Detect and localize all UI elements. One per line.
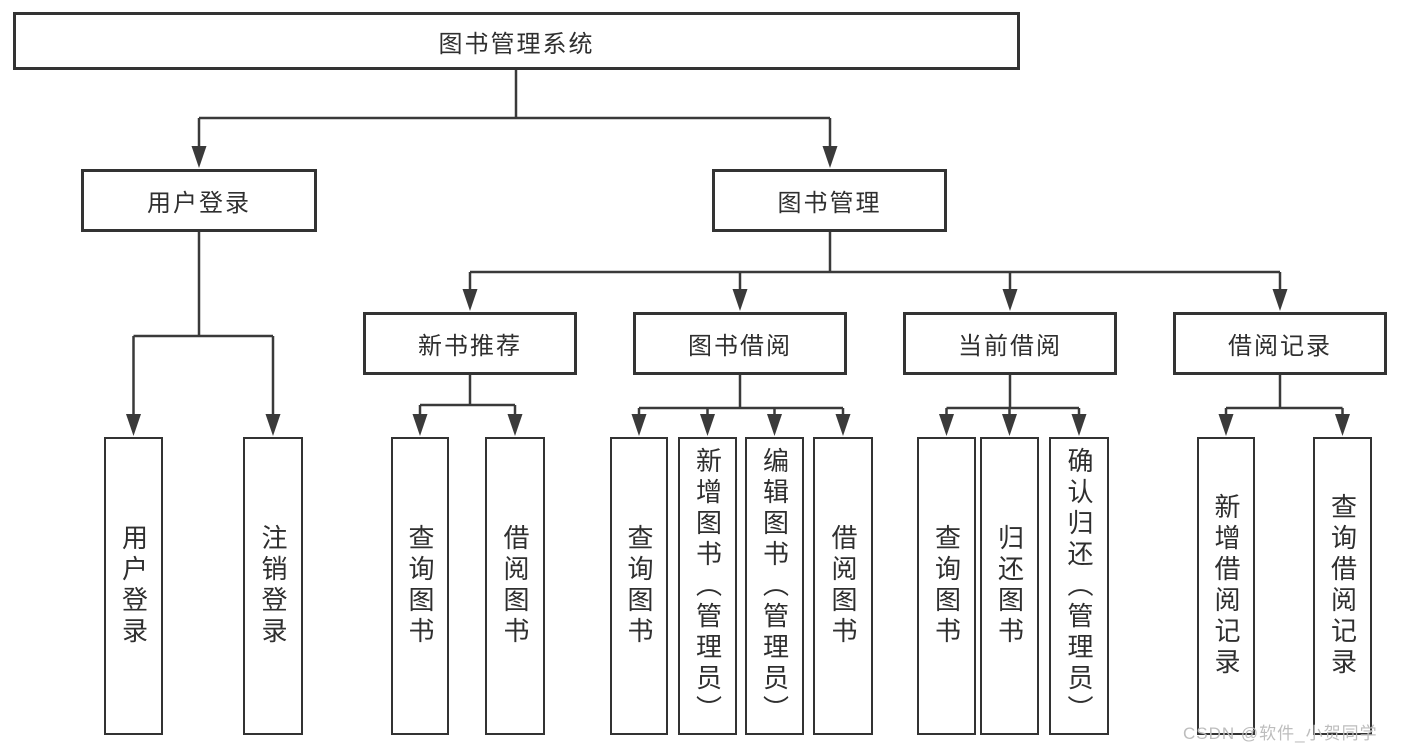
leaf-user-login: 用户登录: [104, 437, 163, 735]
connector-book-borrow-split: [637, 375, 845, 416]
arrowhead-icon: [835, 414, 851, 436]
arrowhead-icon: [822, 146, 838, 168]
watermark-text: CSDN @软件_小贺同学: [1183, 724, 1378, 743]
node-book-borrow-label: 图书借阅: [688, 333, 792, 360]
connector-current-borrow-split: [945, 375, 1081, 416]
leaf-records-add-record: 新增借阅记录: [1197, 437, 1255, 735]
leaf-borrow-add-book-admin: 新增图书（管理员）: [678, 437, 737, 735]
arrowhead-icon: [412, 414, 428, 436]
arrowhead-icon: [732, 289, 748, 311]
node-new-book-recommend: 新书推荐: [363, 312, 577, 375]
leaf-newbook-borrow-book: 借阅图书: [485, 437, 545, 735]
node-current-borrow-label: 当前借阅: [958, 333, 1062, 360]
arrowhead-icon: [1002, 414, 1017, 436]
arrowhead-icon: [191, 146, 207, 168]
leaf-records-query-record-label: 查询借阅记录: [1327, 493, 1358, 679]
arrowhead-icon: [1335, 414, 1350, 436]
leaf-borrow-edit-book-admin: 编辑图书（管理员）: [745, 437, 804, 735]
node-book-borrow: 图书借阅: [633, 312, 847, 375]
leaf-borrow-borrow-book-label: 借阅图书: [828, 524, 858, 648]
arrowhead-icon: [1218, 414, 1234, 436]
node-book-management: 图书管理: [712, 169, 947, 232]
leaf-logout-login: 注销登录: [243, 437, 303, 735]
node-borrow-records: 借阅记录: [1173, 312, 1387, 375]
arrowhead-icon: [631, 414, 647, 436]
leaf-current-query-book-label: 查询图书: [931, 524, 962, 648]
node-root: 图书管理系统: [13, 12, 1020, 70]
leaf-current-return-book-label: 归还图书: [994, 524, 1025, 648]
arrowhead-icon: [939, 414, 954, 436]
connector-new-book-split: [418, 375, 517, 416]
leaf-current-return-book: 归还图书: [980, 437, 1039, 735]
arrowheads: [126, 146, 1350, 436]
leaf-logout-login-label: 注销登录: [258, 524, 288, 648]
node-current-borrow: 当前借阅: [903, 312, 1117, 375]
leaf-current-query-book: 查询图书: [917, 437, 976, 735]
connector-borrow-records-split: [1224, 375, 1344, 416]
leaf-records-add-record-label: 新增借阅记录: [1211, 493, 1241, 679]
leaf-user-login-label: 用户登录: [118, 524, 149, 648]
node-new-book-recommend-label: 新书推荐: [418, 333, 522, 360]
leaf-newbook-borrow-book-label: 借阅图书: [500, 524, 530, 648]
node-root-label: 图书管理系统: [438, 30, 595, 58]
arrowhead-icon: [462, 289, 478, 311]
leaf-current-confirm-return-admin-label: 确认归还（管理员）: [1064, 446, 1094, 726]
connector-book-management-split: [468, 232, 1282, 291]
leaf-borrow-edit-book-admin-label: 编辑图书（管理员）: [759, 446, 790, 726]
arrowhead-icon: [1272, 289, 1288, 311]
leaf-borrow-borrow-book: 借阅图书: [813, 437, 873, 735]
node-borrow-records-label: 借阅记录: [1228, 333, 1332, 360]
leaf-records-query-record: 查询借阅记录: [1313, 437, 1372, 735]
leaf-current-confirm-return-admin: 确认归还（管理员）: [1049, 437, 1109, 735]
leaf-newbook-query-book: 查询图书: [391, 437, 449, 735]
arrowhead-icon: [767, 414, 782, 436]
arrowhead-icon: [1071, 414, 1087, 436]
arrowhead-icon: [700, 414, 715, 436]
leaf-borrow-query-book-label: 查询图书: [624, 524, 654, 648]
node-user-login-label: 用户登录: [147, 190, 251, 217]
arrowhead-icon: [1002, 289, 1018, 311]
leaf-borrow-add-book-admin-label: 新增图书（管理员）: [692, 446, 723, 726]
node-book-management-label: 图书管理: [777, 190, 882, 217]
leaf-borrow-query-book: 查询图书: [610, 437, 668, 735]
arrowhead-icon: [126, 414, 141, 436]
arrowhead-icon: [507, 414, 523, 436]
connector-root-to-level2: [197, 70, 832, 150]
node-user-login: 用户登录: [81, 169, 317, 232]
connector-user-login-split: [132, 232, 275, 416]
leaf-newbook-query-book-label: 查询图书: [405, 524, 435, 648]
arrowhead-icon: [265, 414, 281, 436]
